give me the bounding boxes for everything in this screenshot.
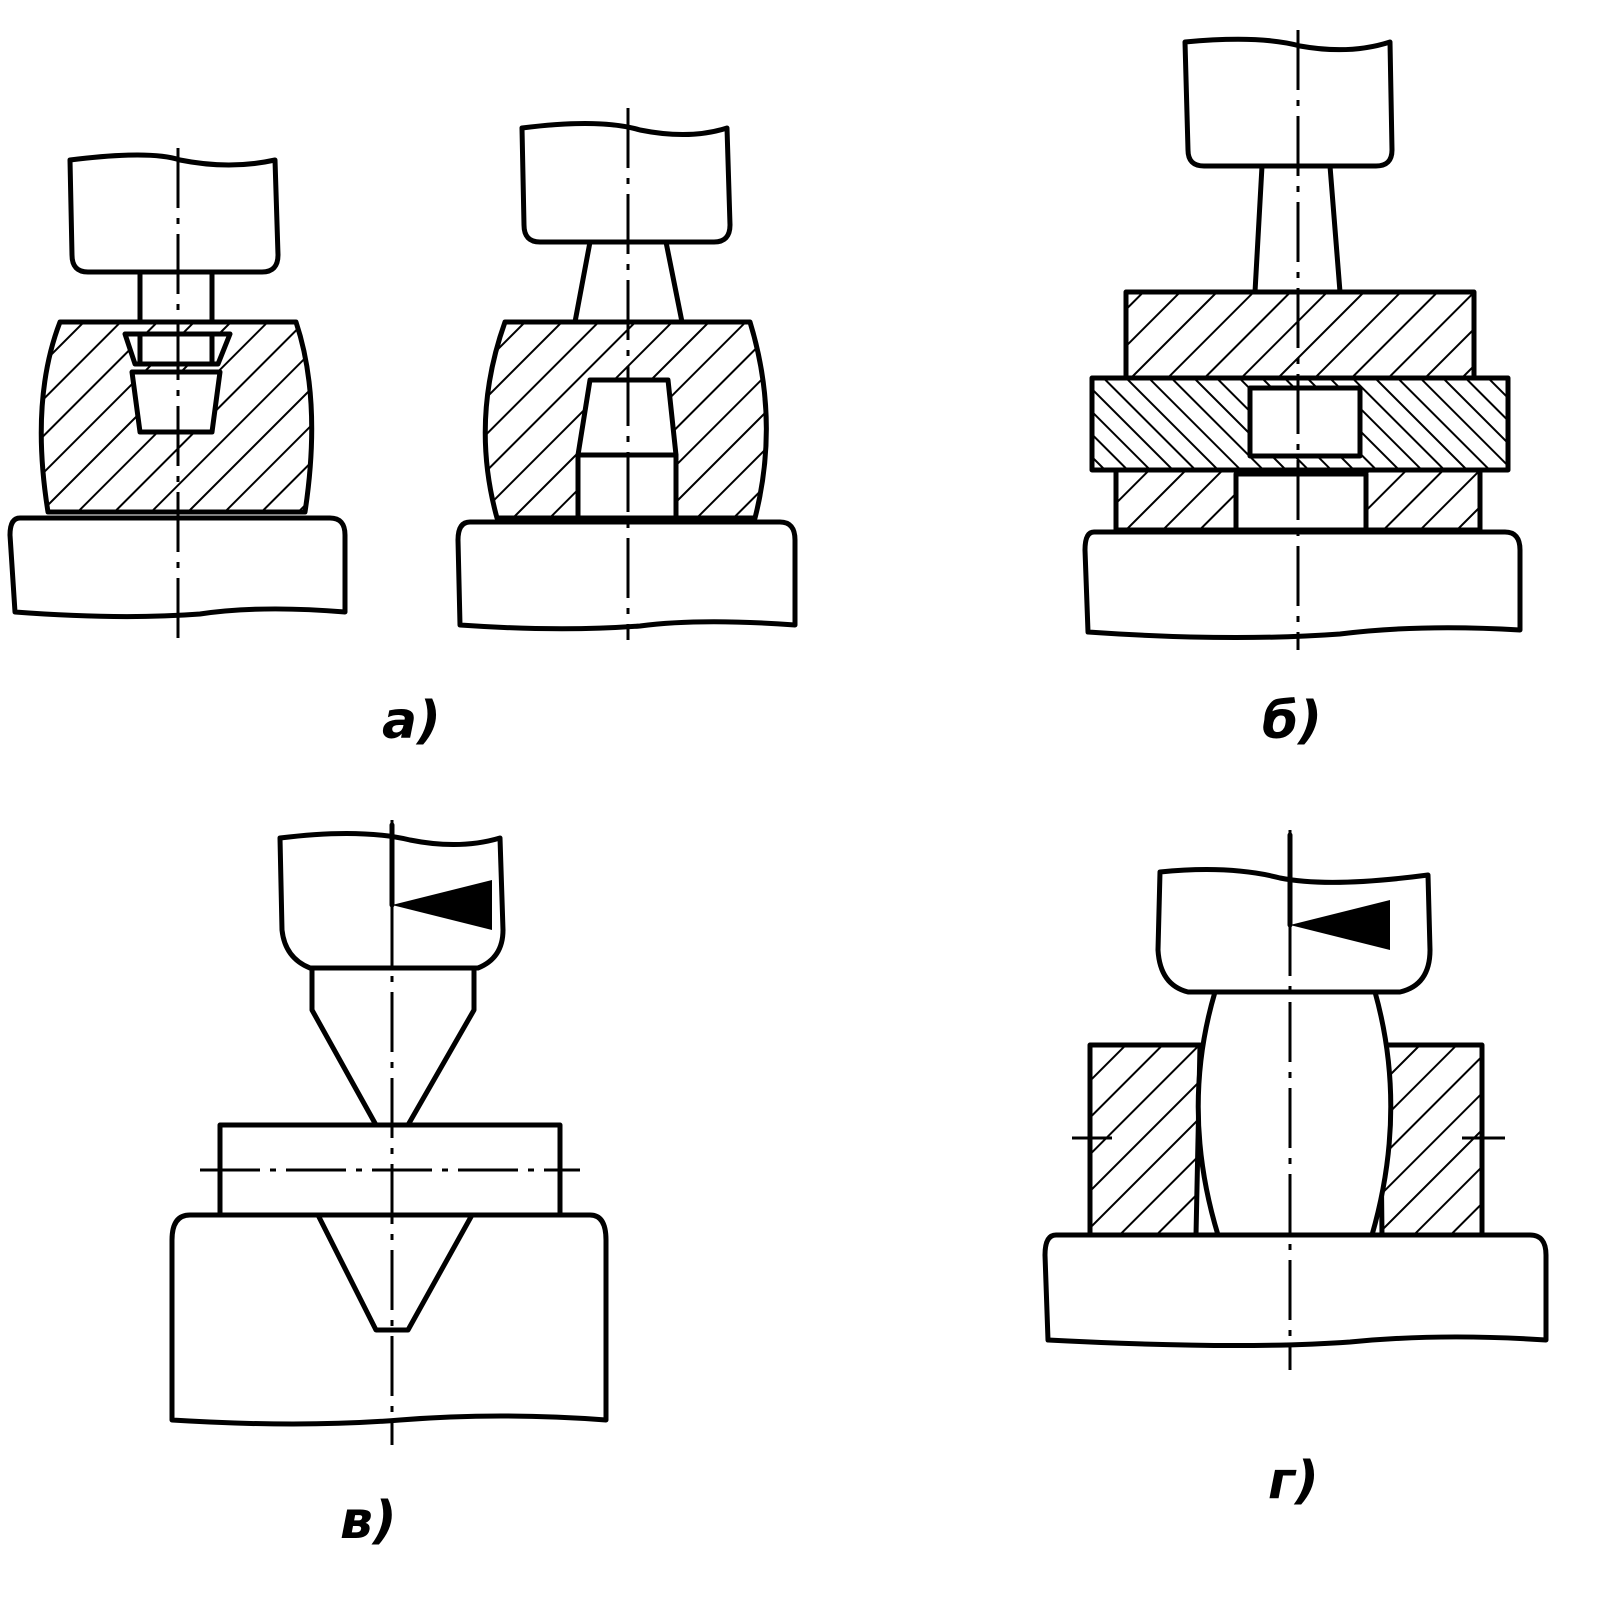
figure-a-right [455, 108, 798, 640]
label-v: в) [340, 1491, 397, 1551]
lower-die [1042, 1232, 1549, 1349]
punch-stem [137, 269, 215, 367]
barrel-workpiece [1195, 989, 1394, 1238]
lower-window [1233, 471, 1369, 533]
figure-a-left [7, 148, 348, 640]
die-ring-right [1377, 1042, 1485, 1238]
label-g: г) [1268, 1451, 1319, 1511]
upper-die [519, 120, 733, 245]
middle-window [1247, 385, 1363, 459]
lower-die [1082, 529, 1523, 641]
upper-die [67, 152, 281, 275]
die-ring-left [1087, 1042, 1203, 1238]
figure-b [1082, 30, 1523, 650]
label-b: б) [1262, 691, 1322, 751]
upper-die [1182, 36, 1395, 169]
figure-v [169, 820, 609, 1445]
label-a: а) [382, 691, 441, 751]
die-groove [315, 1212, 475, 1333]
punch-cavity [129, 369, 223, 435]
upper-plate [1123, 289, 1477, 381]
figure-g [1042, 830, 1549, 1370]
upper-die [1155, 867, 1433, 995]
